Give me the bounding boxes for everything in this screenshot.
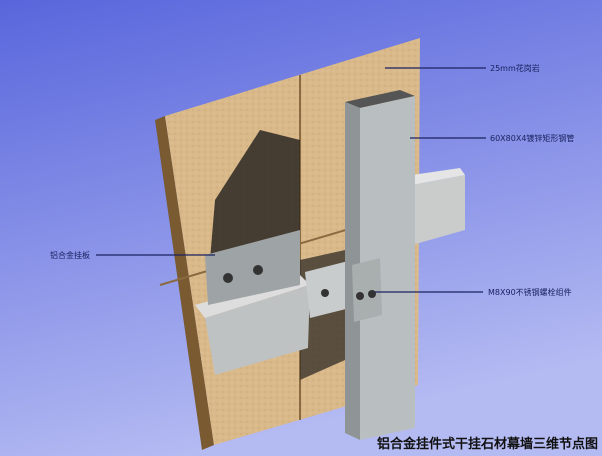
- stone-panel-edge: [155, 116, 214, 450]
- label-steel-tube: 60X80X4镀锌矩形钢管: [490, 134, 575, 143]
- tube-opening: [345, 90, 415, 108]
- bracket-angle: [205, 285, 310, 375]
- tube-plate: [352, 258, 382, 322]
- label-bolt: M8X90不锈钢螺栓组件: [488, 288, 572, 297]
- upper-bracket-top: [412, 168, 465, 185]
- label-granite: 25mm花岗岩: [490, 64, 540, 73]
- bolt-icon: [253, 265, 263, 275]
- bolt-icon: [356, 292, 364, 300]
- bolt-icon: [321, 289, 329, 297]
- diagram-title: 铝合金挂件式干挂石材幕墙三维节点图: [376, 437, 598, 452]
- label-hanger: 铝合金挂板: [50, 251, 90, 260]
- upper-bracket: [412, 175, 465, 245]
- aluminum-hanger: [205, 230, 300, 305]
- bolt-icon: [368, 290, 376, 298]
- steel-tube: [360, 96, 415, 440]
- bolt-icon: [223, 273, 233, 283]
